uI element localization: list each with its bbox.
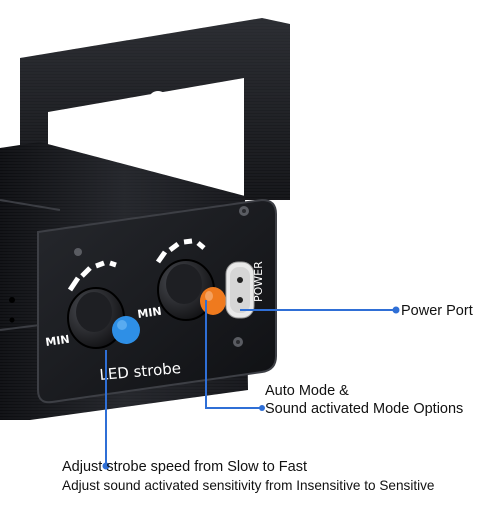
auto-mode-callout-line1: Auto Mode & (265, 383, 349, 399)
min-label-right: MIN (137, 305, 163, 321)
power-label: POWER (252, 261, 265, 302)
callout-lines (105, 300, 396, 466)
callout-dots (102, 306, 400, 470)
mode-callout-line (205, 300, 262, 409)
mode-knob[interactable] (157, 259, 226, 321)
power-port-callout: Power Port (401, 303, 473, 319)
strobe-callout-line2: Adjust sound activated sensitivity from … (62, 478, 435, 493)
strobe-knob[interactable] (67, 287, 140, 349)
power-port[interactable] (225, 261, 255, 319)
bracket-hole (150, 91, 166, 103)
strobe-callout-line1: Adjust strobe speed from Slow to Fast (62, 459, 307, 475)
strobe-dial-scale (67, 260, 117, 292)
blue-knob-indicator (112, 316, 140, 344)
panel-screw (74, 248, 82, 256)
front-control-panel (37, 198, 277, 404)
min-label-left: MIN (45, 333, 71, 349)
auto-mode-callout-line2: Sound activated Mode Options (265, 401, 464, 417)
mode-dial-scale (155, 238, 206, 264)
orange-knob-indicator (200, 287, 226, 315)
mounting-bracket (20, 18, 290, 200)
